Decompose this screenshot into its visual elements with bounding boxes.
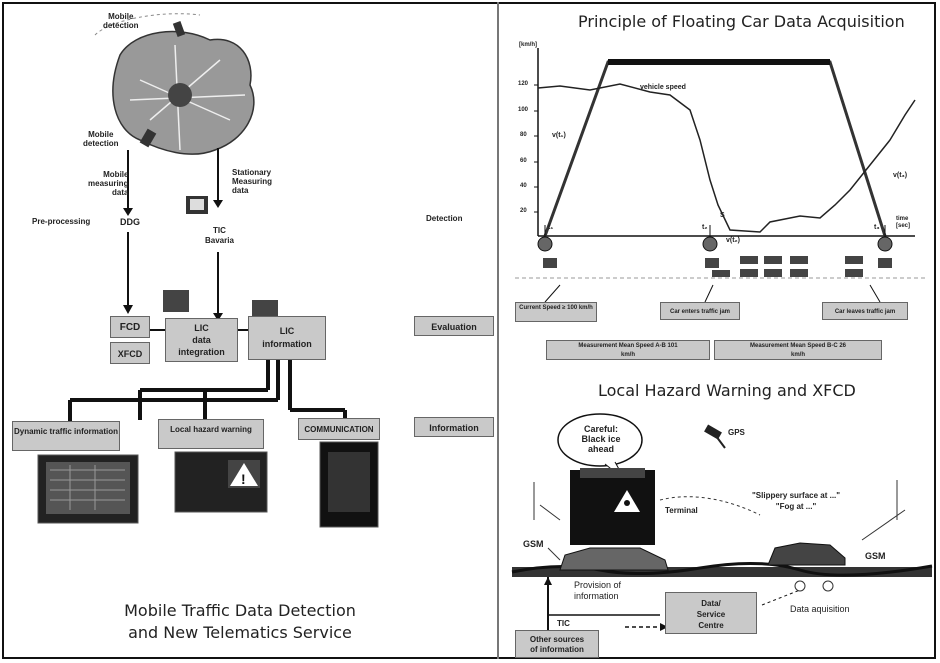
- measurement-ab-box: Measurement Mean Speed A-B 101 km/h: [546, 340, 710, 360]
- service-traffic-info-box: Dynamic traffic information: [12, 421, 120, 451]
- marker-t2: [702, 236, 718, 252]
- service-communication-box: COMMUNICATION: [298, 418, 380, 440]
- gps-label: GPS: [728, 428, 745, 437]
- vehicle-speed-curve: [537, 83, 916, 233]
- v-t2-label: v(t₂): [726, 237, 740, 244]
- marker-t1: [537, 236, 553, 252]
- y-tick: 60: [520, 158, 527, 164]
- signal-icon: [794, 580, 806, 592]
- pre-processing-label: Pre-processing: [32, 217, 91, 226]
- car-right: [767, 542, 846, 566]
- gsm-left-label: GSM: [523, 539, 544, 549]
- speech-bubble: [557, 413, 643, 467]
- detection-label: Detection: [426, 214, 463, 223]
- evaluation-box: Evaluation: [414, 316, 494, 336]
- phone-icon: [172, 21, 186, 37]
- v-t3-label: v(t₃): [893, 172, 908, 179]
- car-row: [543, 256, 892, 277]
- y-unit-label: [km/h]: [519, 42, 537, 48]
- city-center-icon: [168, 83, 192, 107]
- enters-jam-box: Car enters traffic jam: [660, 302, 740, 320]
- t3-label: t₃: [874, 224, 880, 231]
- marker-t3: [877, 236, 893, 252]
- fcd-box: FCD: [110, 316, 150, 338]
- gsm-right-label: GSM: [865, 551, 886, 561]
- car-left: [559, 547, 669, 571]
- y-tick: 80: [520, 132, 527, 138]
- signal-icon: [822, 580, 834, 592]
- slippery-text: "Slippery surface at ...""Fog at ...": [752, 491, 841, 511]
- svg-text:!: !: [241, 471, 246, 487]
- s-label: S: [720, 212, 725, 219]
- terminal-device: [570, 470, 655, 545]
- y-tick: 100: [518, 107, 529, 113]
- t2-label: t₂: [702, 224, 708, 231]
- laptop-icon: [252, 300, 278, 318]
- service-hazard-warning-box: Local hazard warning: [158, 419, 264, 449]
- y-tick: 120: [518, 81, 529, 87]
- leaves-jam-box: Car leaves traffic jam: [822, 302, 908, 320]
- information-box: Information: [414, 417, 494, 437]
- ddg-label: DDG: [120, 217, 140, 227]
- measurement-bc-box: Measurement Mean Speed B-C 26 km/h: [714, 340, 882, 360]
- xfcd-box: XFCD: [110, 342, 150, 364]
- data-acquisition-label: Data aquisition: [790, 604, 850, 614]
- laptop-icon: [163, 290, 189, 312]
- warning-icon: [230, 463, 258, 486]
- satellite-icon: [704, 424, 726, 449]
- vehicle-speed-label: vehicle speed: [640, 84, 686, 91]
- panel-divider: [497, 2, 499, 659]
- t1-label: t₁: [548, 224, 554, 231]
- fcd-title: Principle of Floating Car Data Acquisiti…: [578, 12, 905, 31]
- terminal-label: Terminal: [665, 506, 698, 515]
- current-speed-box: Current Speed ≥ 100 km/h: [515, 302, 597, 322]
- tic-label: TIC: [557, 619, 570, 628]
- x-unit-label: time[sec]: [896, 216, 911, 229]
- road: [512, 567, 932, 577]
- phone-icon: [139, 128, 157, 148]
- hazard-title: Local Hazard Warning and XFCD: [598, 381, 856, 400]
- y-tick: 20: [520, 208, 527, 214]
- y-tick: 40: [520, 183, 527, 189]
- v-t1-label: v(t₁): [552, 132, 566, 139]
